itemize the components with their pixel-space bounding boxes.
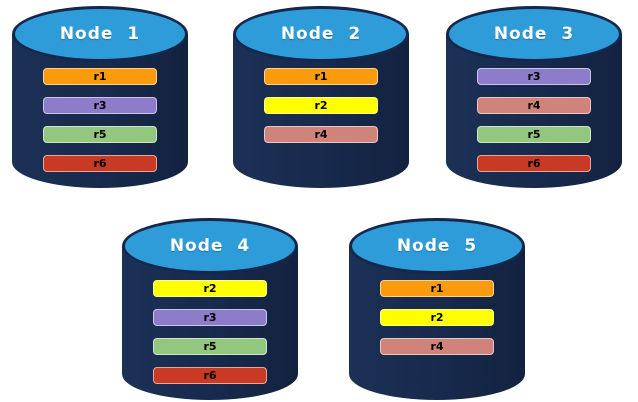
replica-label: r4 <box>430 340 444 353</box>
replica-bar-list: r1 r2 r4 <box>380 280 494 355</box>
replica-bar-r3: r3 <box>153 309 267 326</box>
cylinder-top-ellipse: Node 5 <box>349 218 525 274</box>
replica-label: r6 <box>527 157 541 170</box>
replica-label: r3 <box>527 70 541 83</box>
replica-bar-r3: r3 <box>43 97 157 114</box>
replica-label: r1 <box>430 282 444 295</box>
replica-bar-r5: r5 <box>43 126 157 143</box>
replica-bar-list: r3 r4 r5 r6 <box>477 68 591 172</box>
replica-label: r1 <box>93 70 107 83</box>
replica-bar-r6: r6 <box>43 155 157 172</box>
replica-label: r6 <box>93 157 107 170</box>
cylinder-top-ellipse: Node 4 <box>122 218 298 274</box>
node-cylinder-3: Node 3 r3 r4 r5 r6 <box>446 6 622 188</box>
replica-bar-r1: r1 <box>264 68 378 85</box>
replica-bar-r2: r2 <box>380 309 494 326</box>
replica-bar-r1: r1 <box>43 68 157 85</box>
replica-label: r2 <box>314 99 328 112</box>
replica-bar-r2: r2 <box>153 280 267 297</box>
replica-label: r1 <box>314 70 328 83</box>
node-cylinder-4: Node 4 r2 r3 r5 r6 <box>122 218 298 400</box>
node-cylinder-2: Node 2 r1 r2 r4 <box>233 6 409 188</box>
replica-bar-r3: r3 <box>477 68 591 85</box>
replica-label: r5 <box>203 340 217 353</box>
replica-label: r5 <box>93 128 107 141</box>
replica-bar-list: r1 r2 r4 <box>264 68 378 143</box>
replica-label: r3 <box>203 311 217 324</box>
node-title: Node 2 <box>280 24 362 44</box>
replica-bar-r4: r4 <box>264 126 378 143</box>
cylinder-top-ellipse: Node 2 <box>233 6 409 62</box>
replica-bar-r2: r2 <box>264 97 378 114</box>
replica-label: r6 <box>203 369 217 382</box>
replica-bar-r4: r4 <box>380 338 494 355</box>
replica-bar-r5: r5 <box>477 126 591 143</box>
replica-bar-r6: r6 <box>477 155 591 172</box>
node-cylinder-5: Node 5 r1 r2 r4 <box>349 218 525 400</box>
replica-label: r4 <box>314 128 328 141</box>
replica-bar-list: r1 r3 r5 r6 <box>43 68 157 172</box>
replica-label: r5 <box>527 128 541 141</box>
cylinder-top-ellipse: Node 3 <box>446 6 622 62</box>
node-title: Node 3 <box>493 24 575 44</box>
replica-bar-r6: r6 <box>153 367 267 384</box>
replica-bar-r5: r5 <box>153 338 267 355</box>
node-cylinder-1: Node 1 r1 r3 r5 r6 <box>12 6 188 188</box>
node-title: Node 1 <box>59 24 141 44</box>
replica-bar-r4: r4 <box>477 97 591 114</box>
replica-bar-list: r2 r3 r5 r6 <box>153 280 267 384</box>
node-title: Node 5 <box>396 236 478 256</box>
replica-label: r2 <box>203 282 217 295</box>
node-title: Node 4 <box>169 236 251 256</box>
cylinder-top-ellipse: Node 1 <box>12 6 188 62</box>
replica-label: r3 <box>93 99 107 112</box>
replica-label: r4 <box>527 99 541 112</box>
replica-label: r2 <box>430 311 444 324</box>
replica-bar-r1: r1 <box>380 280 494 297</box>
